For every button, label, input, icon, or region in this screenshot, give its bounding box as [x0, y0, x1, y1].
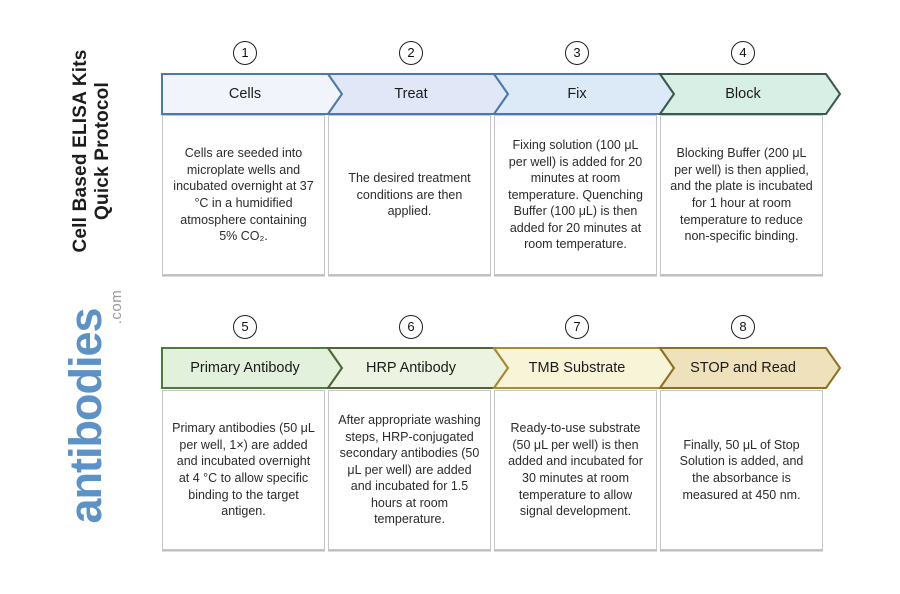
step-label-block: Block [725, 86, 761, 102]
step-description-text-5: Primary antibodies (50 μL per well, 1×) … [172, 421, 315, 519]
chevron-strip-row-2: Primary Antibody HRP Antibody TMB Substr… [161, 346, 846, 390]
protocol-row-2: 5 6 7 8 Primary Antibody HRP Antibody TM… [161, 315, 852, 555]
step-label-cells: Cells [228, 86, 262, 102]
step-number-badge-6: 6 [399, 315, 423, 339]
step-description-box-4: Blocking Buffer (200 μL per well) is the… [660, 115, 823, 275]
chevron-arrow-block [658, 73, 842, 115]
protocol-row-1: 1 2 3 4 Cells Treat Fix Block Cells are [161, 41, 852, 281]
step-label-primary-antibody: Primary Antibody [190, 360, 300, 376]
step-description-box-5: Primary antibodies (50 μL per well, 1×) … [162, 390, 325, 550]
chevron-strip-row-1: Cells Treat Fix Block [161, 72, 846, 116]
step-number-badge-4: 4 [731, 41, 755, 65]
step-description-text-8: Finally, 50 μL of Stop Solution is added… [679, 437, 804, 502]
step-number-badge-5: 5 [233, 315, 257, 339]
step-description-text-1: Cells are seeded into microplate wells a… [173, 146, 314, 244]
step-label-fix: Fix [567, 86, 587, 102]
step-label-hrp-antibody: HRP Antibody [365, 360, 456, 376]
step-number-badge-7: 7 [565, 315, 589, 339]
step-description-box-6: After appropriate washing steps, HRP-con… [328, 390, 491, 550]
step-number-badge-1: 1 [233, 41, 257, 65]
protocol-title-line1: Cell Based ELISA Kits [70, 49, 91, 253]
step-description-text-3: Fixing solution (100 μL per well) is add… [508, 137, 643, 252]
step-number-badge-8: 8 [731, 315, 755, 339]
step-description-box-2: The desired treatment conditions are the… [328, 115, 491, 275]
chevron-arrow-stop-and-read [658, 347, 842, 389]
step-description-box-3: Fixing solution (100 μL per well) is add… [494, 115, 657, 275]
step-description-text-7: Ready-to-use substrate (50 μL per well) … [508, 421, 643, 519]
protocol-title: Cell Based ELISA Kits Quick Protocol [70, 36, 116, 266]
step-number-badge-2: 2 [399, 41, 423, 65]
step-number-badge-3: 3 [565, 41, 589, 65]
antibodies-logo: antibodies [60, 308, 111, 524]
step-description-text-2: The desired treatment conditions are the… [348, 171, 471, 219]
step-label-treat: Treat [394, 86, 428, 102]
step-description-box-8: Finally, 50 μL of Stop Solution is added… [660, 390, 823, 550]
step-label-stop-and-read: STOP and Read [690, 360, 796, 376]
step-label-tmb-substrate: TMB Substrate [528, 360, 626, 376]
step-description-box-7: Ready-to-use substrate (50 μL per well) … [494, 390, 657, 550]
step-description-text-6: After appropriate washing steps, HRP-con… [338, 412, 481, 527]
step-description-text-4: Blocking Buffer (200 μL per well) is the… [670, 146, 813, 244]
protocol-title-line2: Quick Protocol [92, 82, 113, 220]
logo-domain-suffix: .com [108, 289, 125, 325]
step-description-box-1: Cells are seeded into microplate wells a… [162, 115, 325, 275]
